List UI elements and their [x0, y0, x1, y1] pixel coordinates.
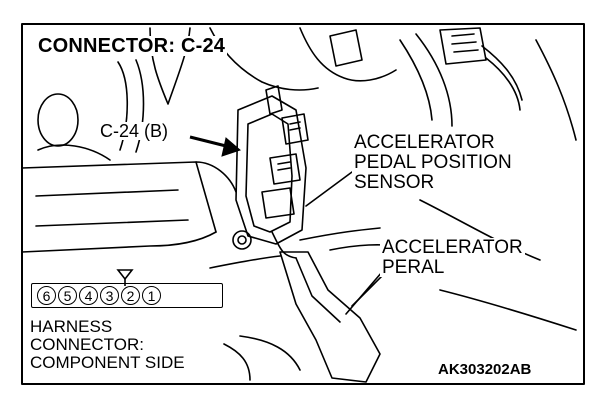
sensor-shaft	[271, 231, 297, 259]
pedal-label-line-2: PERAL	[382, 257, 445, 278]
background-curve-left	[37, 144, 111, 161]
pedal-floor-line	[209, 255, 281, 269]
background-curve-right	[399, 33, 453, 127]
pedal-arm-edge	[295, 257, 341, 323]
background-ring	[37, 93, 79, 147]
pedal-arm	[279, 251, 381, 383]
sensor-tab-top	[265, 85, 283, 115]
c24b-arrow	[189, 135, 241, 157]
figure-border	[21, 23, 585, 385]
firewall-curve	[419, 199, 577, 331]
connector-pin: 3	[100, 286, 119, 305]
background-wire-right	[481, 45, 523, 111]
pin-index-triangle	[116, 269, 134, 281]
connector-pin: 4	[79, 286, 98, 305]
sensor-leader-line	[305, 171, 353, 207]
pedal-label: ACCELERATOR PERAL	[380, 238, 525, 277]
body-panel-edge	[195, 161, 217, 233]
background-right-edge	[535, 39, 577, 141]
panel-line-2	[35, 219, 189, 227]
background-bracket	[329, 29, 363, 67]
harness-connector-pins: 6 5 4 3 2 1	[37, 286, 161, 305]
harness-connector-frame	[31, 283, 223, 308]
sensor-bolt	[232, 230, 252, 250]
diagram-title: CONNECTOR: C-24	[36, 35, 228, 57]
body-panel-lower	[21, 231, 217, 253]
background-connector-right	[439, 27, 487, 65]
sensor-connector-box-1	[281, 113, 309, 145]
sensor-bolt-inner	[237, 235, 247, 245]
connector-callout-label: C-24 (B)	[98, 121, 171, 141]
connector-pin: 2	[121, 286, 140, 305]
pedal-label-line-1: ACCELERATOR	[382, 237, 523, 258]
harness-label-line-3: COMPONENT SIDE	[30, 353, 185, 372]
sensor-connector-box-2	[269, 153, 301, 185]
sensor-label: ACCELERATOR PEDAL POSITION SENSOR	[352, 133, 514, 192]
sensor-label-line-3: SENSOR	[354, 172, 435, 193]
sensor-detail-lines	[277, 121, 301, 171]
pedal-leader-line-2	[351, 273, 385, 307]
connector-pin: 6	[37, 286, 56, 305]
background-pipe	[117, 59, 145, 153]
sensor-connector-box-3	[261, 187, 295, 219]
background-top-mid	[209, 27, 319, 91]
harness-label-line-2: CONNECTOR:	[30, 335, 144, 354]
harness-label-line-1: HARNESS	[30, 317, 113, 336]
sensor-label-line-1: ACCELERATOR	[354, 132, 495, 153]
figure-code: AK303202AB	[436, 361, 534, 378]
harness-connector-label: HARNESS CONNECTOR: COMPONENT SIDE	[28, 318, 187, 371]
connector-pin: 1	[142, 286, 161, 305]
sensor-label-line-2: PEDAL POSITION	[354, 152, 512, 173]
panel-line-1	[35, 189, 179, 197]
background-top-right-wire	[299, 27, 397, 82]
connector-pin: 5	[58, 286, 77, 305]
pedal-lower-curves	[223, 335, 301, 381]
sensor-bracket-inner	[245, 113, 293, 233]
